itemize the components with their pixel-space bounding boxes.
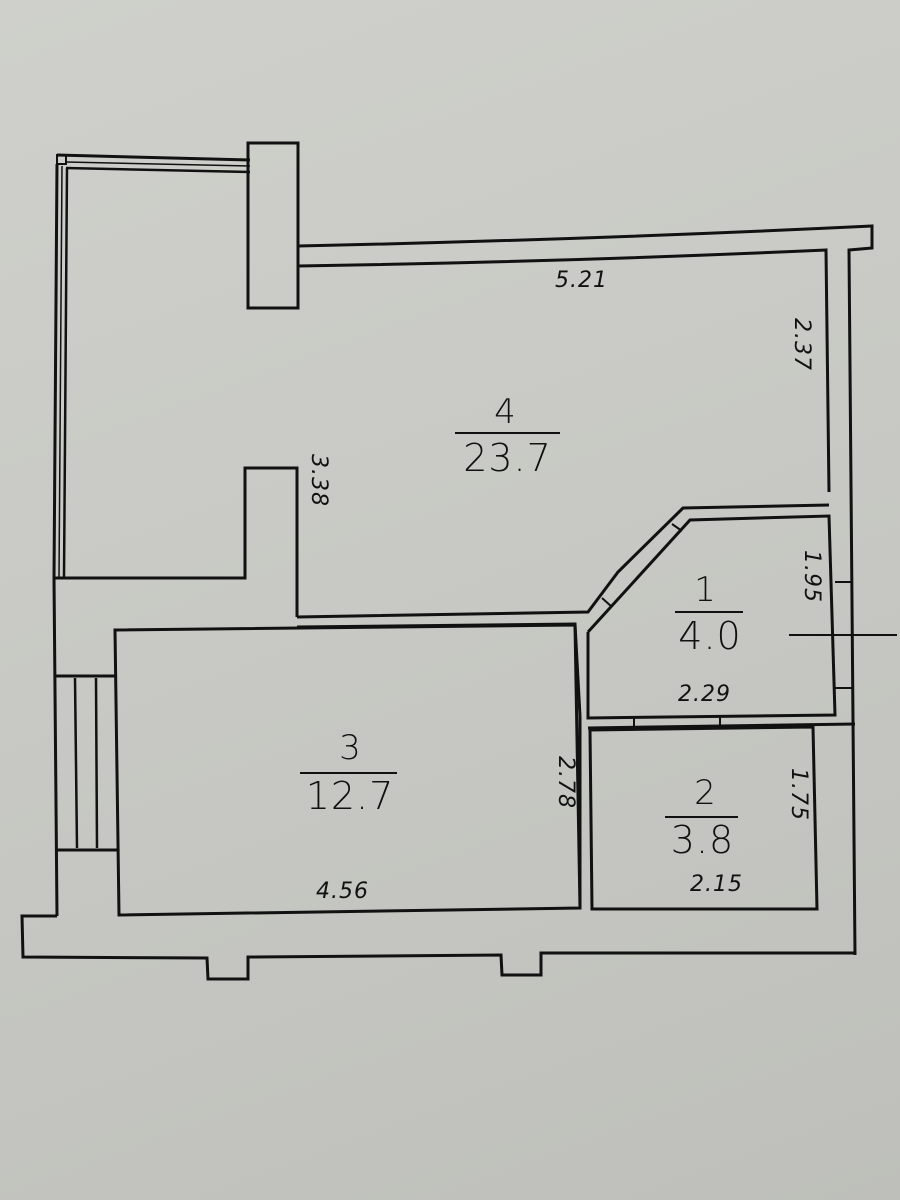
room-2-fraction-line [665, 816, 738, 818]
wall-bottom [20, 914, 855, 981]
wall-top [297, 224, 874, 956]
room-3-area: 12.7 [305, 774, 395, 818]
room-1-number: 1 [694, 570, 716, 610]
room-3-number: 3 [339, 728, 361, 768]
room-1-area: 4.0 [678, 614, 742, 658]
room-1-height-dim: 1.95 [798, 550, 824, 603]
room-3-outline [113, 623, 582, 917]
room-2-width-dim: 2.15 [690, 872, 743, 897]
room-3-width-dim: 4.56 [316, 879, 369, 904]
balcony-window [52, 153, 251, 579]
column-top [246, 141, 300, 310]
wall-left-pier [54, 466, 299, 617]
room-4-number: 4 [494, 392, 516, 432]
room-2-outline [588, 725, 819, 911]
room-3-fraction-line [300, 772, 397, 774]
room-4-side-dim: 3.38 [305, 454, 331, 507]
room-2-height-dim: 1.75 [785, 768, 811, 821]
room-1-width-dim: 2.29 [678, 682, 731, 707]
room-2-number: 2 [694, 773, 716, 813]
room-1-fraction-line [675, 611, 743, 613]
room-4-area: 23.7 [463, 436, 552, 480]
room-4-height-dim: 2.37 [788, 318, 814, 371]
room-4-fraction-line [455, 432, 560, 434]
room-3-height-dim: 2.78 [552, 756, 578, 809]
room-2-area: 3.8 [670, 818, 735, 862]
room-4-width-dim: 5.21 [555, 268, 608, 293]
